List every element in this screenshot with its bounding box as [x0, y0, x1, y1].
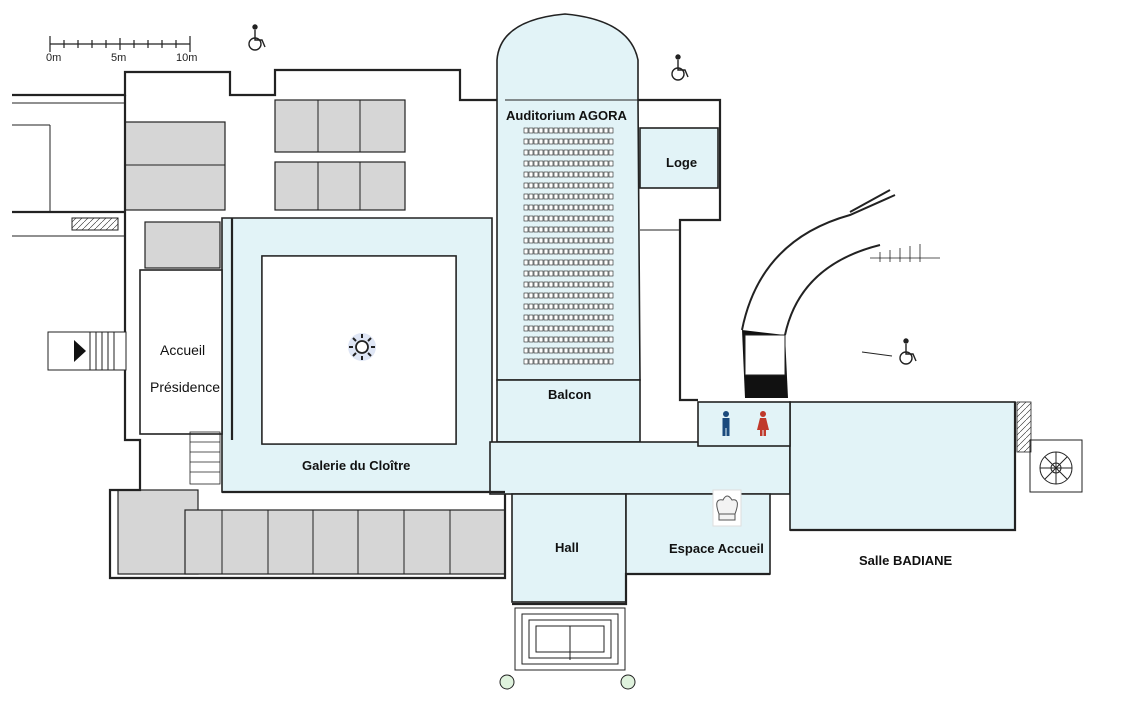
corridor-area	[489, 441, 791, 495]
loge-area	[639, 127, 719, 189]
spiral-stair	[1029, 439, 1083, 493]
accueil-room	[139, 269, 223, 435]
balcon-area	[496, 379, 641, 443]
wheelchair-icon	[899, 338, 917, 365]
room-label-accueil: Accueil	[160, 342, 206, 358]
chef-hat-icon	[712, 489, 742, 527]
service-areas	[117, 99, 506, 575]
woman-wc-icon	[757, 411, 769, 436]
scale-bar	[49, 36, 191, 52]
hall-area	[511, 493, 627, 603]
sun-icon	[348, 333, 376, 361]
room-label-presidence: Présidence	[150, 379, 221, 395]
outer-walls	[12, 68, 1017, 606]
wheelchair-icon	[671, 54, 689, 81]
man-wc-icon	[722, 411, 730, 436]
espace-accueil-area	[625, 493, 771, 575]
side-stair	[47, 331, 127, 371]
entrance-post-right	[620, 674, 636, 690]
scale-label-5: 5m	[111, 52, 127, 64]
entrance-steps	[514, 607, 626, 671]
seat-rows	[523, 127, 614, 365]
room-label-hall: Hall	[555, 540, 579, 555]
wheelchair-icon	[248, 24, 266, 51]
access-ramp	[741, 189, 896, 336]
toilets-area	[697, 401, 791, 447]
room-label-loge: Loge	[666, 155, 698, 170]
scale-label-0: 0m	[46, 52, 62, 64]
room-label-galerie: Galerie du Cloître	[302, 458, 411, 473]
room-label-balcon: Balcon	[548, 387, 592, 402]
scale-label-10: 10m	[176, 52, 198, 64]
entrance-arrow-icon	[74, 340, 86, 362]
room-label-espace-accueil: Espace Accueil	[669, 541, 764, 556]
auditorium-area	[496, 13, 641, 381]
salle-badiane-area	[789, 401, 1016, 531]
entrance-post-left	[499, 674, 515, 690]
room-label-salle-badiane: Salle BADIANE	[859, 553, 953, 568]
room-label-auditorium: Auditorium AGORA	[506, 108, 627, 123]
